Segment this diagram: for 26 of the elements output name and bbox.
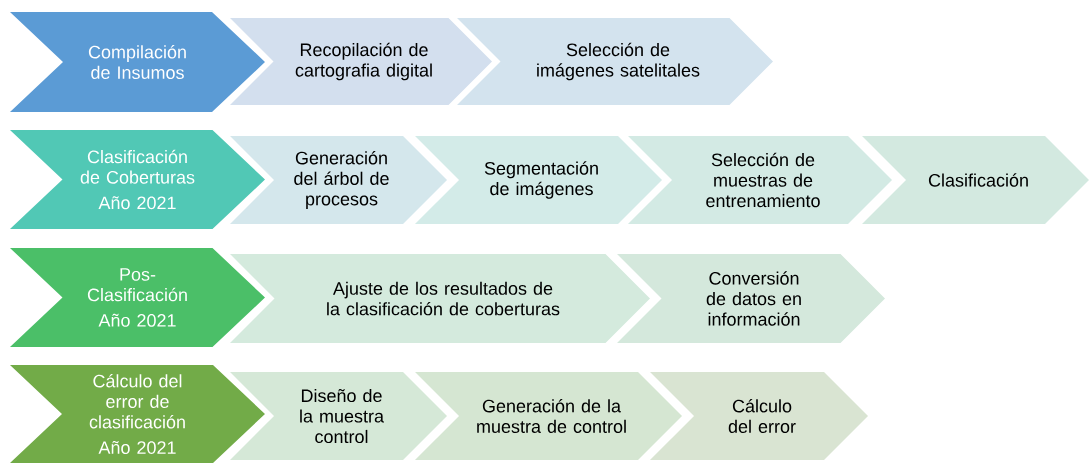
node-label: Cálculo del error <box>728 399 796 433</box>
task-box: Cálculo del error <box>650 372 868 460</box>
node-label: Recopilación de cartografia digital <box>295 42 432 81</box>
node-label: Selección de imágenes satelitales <box>537 42 700 81</box>
stage-box: Cálculo del error de clasificación Año 2021 <box>10 365 265 463</box>
task-box: Clasificación <box>862 136 1089 224</box>
stage-box: Compilación de Insumos <box>10 12 265 112</box>
task-box: Conversión de datos en información <box>617 254 885 343</box>
stage-box: Pos-Clasificación Año 2021 <box>10 248 265 347</box>
task-box: Segmentación de imágenes <box>415 136 662 224</box>
stage-box: Clasificación de Coberturas Año 2021 <box>10 130 265 229</box>
node-label: Clasificación <box>928 173 1028 187</box>
task-box: Recopilación de cartografia digital <box>230 18 492 105</box>
node-label: Conversión de datos en información <box>706 271 801 326</box>
task-box: Diseño de la muestra control <box>230 372 447 460</box>
task-box: Selección de muestras de entrenamiento <box>628 136 892 224</box>
node-label: Diseño de la muestra control <box>300 388 384 444</box>
task-box: Ajuste de los resultados de la clasificación de coberturas <box>230 254 650 343</box>
task-box: Generación de la muestra de control <box>415 372 682 460</box>
node-label: Generación del árbol de procesos <box>294 151 389 209</box>
node-label: Segmentación de imágenes <box>484 161 598 199</box>
node-label: Selección de muestras de entrenamiento <box>706 152 820 208</box>
task-box: Generación del árbol de procesos <box>230 136 447 224</box>
node-label: Ajuste de los resultados de la clasificación de coberturas <box>327 281 560 316</box>
task-box: Selección de imágenes satelitales <box>457 18 773 105</box>
node-label: Generación de la muestra de control <box>477 399 626 433</box>
